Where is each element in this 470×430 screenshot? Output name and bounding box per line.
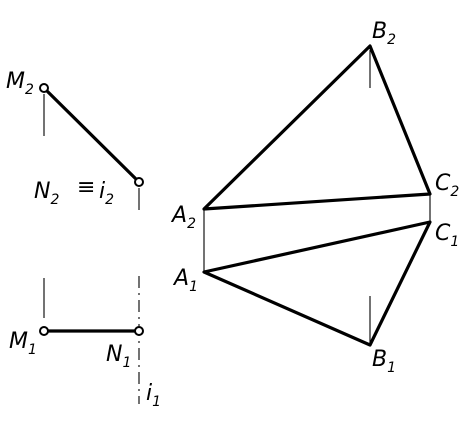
triangle-abc-projections: B2 C2 A2 C1 A1 B1 xyxy=(170,19,459,376)
label-c2: C2 xyxy=(435,171,459,200)
label-b1: B1 xyxy=(372,347,396,376)
triangle-a2-b2-c2 xyxy=(202,44,432,211)
point-n2 xyxy=(134,177,144,187)
label-a1: A1 xyxy=(172,266,198,295)
segment-m2-n2 xyxy=(42,86,141,184)
label-n1: N1 xyxy=(106,342,131,371)
point-m2 xyxy=(39,83,49,93)
point-n1 xyxy=(134,326,144,336)
label-m2: M2 xyxy=(6,69,34,98)
label-i1: i1 xyxy=(146,381,161,410)
label-b2: B2 xyxy=(372,19,396,48)
label-c1: C1 xyxy=(435,221,459,250)
line-mn-projections: M2 N2 ≡ i2 M1 N1 i1 xyxy=(6,69,161,410)
label-i2: i2 xyxy=(99,179,114,208)
label-coincidence: ≡ xyxy=(77,175,95,200)
label-n2: N2 xyxy=(34,179,59,208)
point-m1 xyxy=(39,326,49,336)
label-a2: A2 xyxy=(170,203,196,232)
label-m1: M1 xyxy=(9,329,37,358)
triangle-a1-b1-c1 xyxy=(202,220,432,347)
